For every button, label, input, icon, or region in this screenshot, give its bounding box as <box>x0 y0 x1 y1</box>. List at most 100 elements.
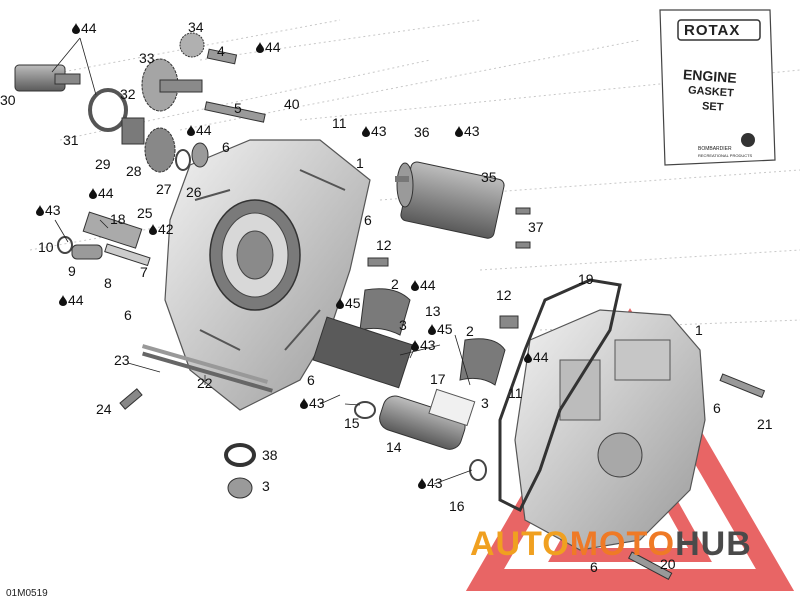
callout-45b: 45 <box>428 322 453 336</box>
callout-number: 18 <box>110 211 126 227</box>
gear-train <box>14 32 266 173</box>
callout-number: 17 <box>430 371 446 387</box>
callout-6a: 6 <box>222 140 230 154</box>
callout-12a: 12 <box>376 238 392 252</box>
callout-number: 28 <box>126 163 142 179</box>
callout-37: 37 <box>528 220 544 234</box>
callout-number: 1 <box>356 155 364 171</box>
callout-number: 43 <box>45 202 61 218</box>
kit-footer-1: BOMBARDIER <box>698 146 732 152</box>
callout-44g: 44 <box>524 350 549 364</box>
callout-number: 8 <box>104 275 112 291</box>
callout-11a: 11 <box>332 116 347 130</box>
callout-30: 30 <box>0 93 16 107</box>
oil-drop-icon <box>411 280 419 291</box>
callout-number: 44 <box>81 20 97 36</box>
watermark-part-2: MOTO <box>569 525 676 563</box>
callout-32: 32 <box>120 87 136 101</box>
callout-36: 36 <box>414 125 430 139</box>
callout-number: 6 <box>590 559 598 575</box>
callout-number: 44 <box>265 39 281 55</box>
callout-number: 44 <box>68 292 84 308</box>
callout-26: 26 <box>186 185 202 199</box>
callout-1b: 1 <box>695 323 703 337</box>
callout-6b: 6 <box>364 213 372 227</box>
callout-number: 10 <box>38 239 54 255</box>
bolts <box>515 207 766 581</box>
callout-number: 12 <box>496 287 512 303</box>
callout-43d: 43 <box>411 338 436 352</box>
callout-27: 27 <box>156 182 172 196</box>
callout-18: 18 <box>110 212 126 226</box>
callout-number: 6 <box>124 307 132 323</box>
callout-number: 29 <box>95 156 111 172</box>
callout-1a: 1 <box>356 156 364 170</box>
callout-number: 33 <box>139 50 155 66</box>
callout-number: 13 <box>425 303 441 319</box>
callout-number: 43 <box>427 475 443 491</box>
callout-number: 20 <box>660 556 676 572</box>
callout-2a: 2 <box>391 277 399 291</box>
oil-drop-icon <box>256 42 264 53</box>
callout-number: 7 <box>140 264 148 280</box>
callout-44e: 44 <box>411 278 436 292</box>
callout-number: 3 <box>399 317 407 333</box>
callout-number: 43 <box>420 337 436 353</box>
oil-drop-icon <box>89 188 97 199</box>
callout-38: 38 <box>262 448 278 462</box>
callout-number: 15 <box>344 415 360 431</box>
callout-number: 6 <box>222 139 230 155</box>
callout-42: 42 <box>149 222 174 236</box>
callout-28: 28 <box>126 164 142 178</box>
oil-drop-icon <box>524 352 532 363</box>
oil-drop-icon <box>149 224 157 235</box>
drawing-code: 01M0519 <box>6 588 48 599</box>
callout-2b: 2 <box>466 324 474 338</box>
kit-line-3: SET <box>701 100 724 114</box>
callout-number: 4 <box>217 43 225 59</box>
callout-number: 22 <box>197 375 213 391</box>
callout-6c: 6 <box>124 308 132 322</box>
callout-10: 10 <box>38 240 54 254</box>
oil-pump-parts <box>57 211 151 267</box>
callout-number: 27 <box>156 181 172 197</box>
gasket-19 <box>498 278 622 513</box>
callout-number: 3 <box>262 478 270 494</box>
callout-7: 7 <box>140 265 148 279</box>
callout-number: 23 <box>114 352 130 368</box>
callout-number: 16 <box>449 498 465 514</box>
callout-number: 14 <box>386 439 402 455</box>
callout-number: 43 <box>464 123 480 139</box>
callout-number: 40 <box>284 96 300 112</box>
gasket-kit-box <box>659 9 776 166</box>
callout-number: 43 <box>371 123 387 139</box>
callout-15: 15 <box>344 416 360 430</box>
callout-43b: 43 <box>455 124 480 138</box>
callout-number: 43 <box>309 395 325 411</box>
callout-number: 9 <box>68 263 76 279</box>
callout-number: 32 <box>120 86 136 102</box>
callout-number: 44 <box>420 277 436 293</box>
kit-brand: ROTAX <box>684 22 741 39</box>
callout-number: 42 <box>158 221 174 237</box>
callout-number: 26 <box>186 184 202 200</box>
callout-16: 16 <box>449 499 465 513</box>
callout-number: 38 <box>262 447 278 463</box>
callout-number: 35 <box>481 169 497 185</box>
callout-43f: 43 <box>418 476 443 490</box>
callout-19: 19 <box>578 272 594 286</box>
callout-number: 11 <box>332 115 347 131</box>
callout-number: 44 <box>533 349 549 365</box>
callout-45a: 45 <box>336 296 361 310</box>
starter-motor-35 <box>395 161 505 239</box>
callout-number: 45 <box>345 295 361 311</box>
callout-number: 1 <box>695 322 703 338</box>
callout-3a: 3 <box>399 318 407 332</box>
callout-25: 25 <box>137 206 153 220</box>
callout-number: 12 <box>376 237 392 253</box>
oil-drop-icon <box>336 298 344 309</box>
callout-44c: 44 <box>187 123 212 137</box>
callout-6d: 6 <box>307 373 315 387</box>
callout-11b: 11 <box>508 386 523 400</box>
callout-number: 5 <box>234 100 242 116</box>
